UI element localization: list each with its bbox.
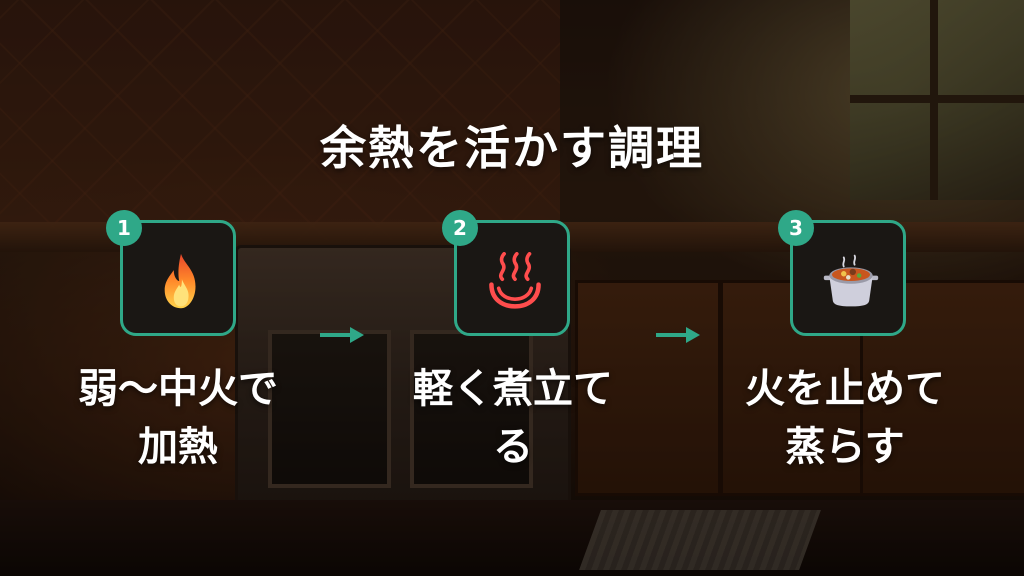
step-1-label: 弱〜中火で 加熱 (48, 360, 308, 476)
oven-door (268, 330, 391, 488)
step-3-label-line1: 火を止めて (745, 366, 945, 412)
step-2-label: 軽く煮立て る (383, 360, 643, 476)
tile-wall (0, 0, 560, 240)
step-1-label-line1: 弱〜中火で (78, 366, 278, 412)
step-3-icon-box (790, 220, 906, 336)
step-1-label-line2: 加熱 (138, 424, 218, 470)
arrow-right-icon (320, 327, 364, 343)
step-2-label-line2: る (493, 424, 533, 470)
arrow-right-icon (656, 327, 700, 343)
cabinet (575, 280, 721, 496)
fire-icon (164, 253, 196, 309)
floor (0, 500, 1024, 576)
step-3-number-badge: 3 (778, 210, 814, 246)
stew-pot-icon (823, 254, 879, 307)
step-3-label: 火を止めて 蒸らす (715, 360, 975, 476)
window-frame (850, 95, 1024, 103)
slide-title: 余熱を活かす調理 (320, 121, 704, 175)
hot-springs-icon (489, 252, 541, 309)
step-2-label-line1: 軽く煮立て (413, 366, 613, 412)
step-1-number-badge: 1 (106, 210, 142, 246)
step-3-label-line2: 蒸らす (785, 424, 905, 470)
step-1-icon-box (120, 220, 236, 336)
step-2-number-badge: 2 (442, 210, 478, 246)
